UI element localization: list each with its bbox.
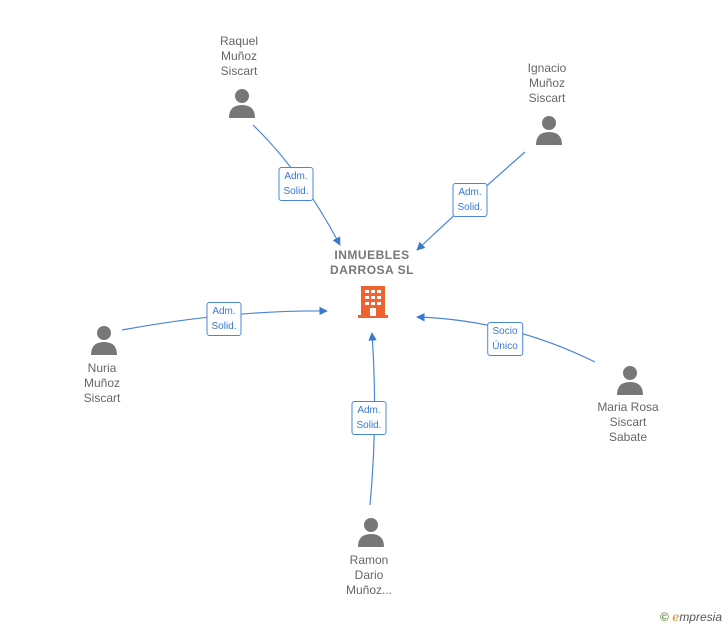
edge-label-raquel: Adm. Solid.	[278, 167, 314, 201]
brand-logo: © empresia	[660, 610, 722, 624]
company-name[interactable]: INMUEBLES DARROSA SL	[330, 248, 414, 277]
person-icon	[229, 89, 255, 118]
person-name-nuria[interactable]: Nuria Muñoz Siscart	[83, 361, 121, 405]
building-icon	[358, 286, 388, 318]
edge-label-maria: Socio Único	[487, 322, 523, 356]
copyright-icon: ©	[660, 610, 669, 624]
person-name-maria[interactable]: Maria Rosa Siscart Sabate	[597, 400, 659, 444]
person-icon	[617, 366, 643, 395]
person-name-ramon[interactable]: Ramon Dario Muñoz...	[345, 553, 393, 597]
person-name-ignacio[interactable]: Ignacio Muñoz Siscart	[527, 61, 567, 105]
brand-name: mpresia	[679, 610, 722, 624]
person-icon	[358, 518, 384, 547]
brand-e: e	[672, 610, 680, 624]
edge-label-ramon: Adm. Solid.	[351, 401, 387, 435]
person-icon	[91, 326, 117, 355]
edge-label-ignacio: Adm. Solid.	[452, 183, 488, 217]
person-icon	[536, 116, 562, 145]
person-name-raquel[interactable]: Raquel Muñoz Siscart	[219, 34, 259, 78]
edge-label-nuria: Adm. Solid.	[206, 302, 242, 336]
